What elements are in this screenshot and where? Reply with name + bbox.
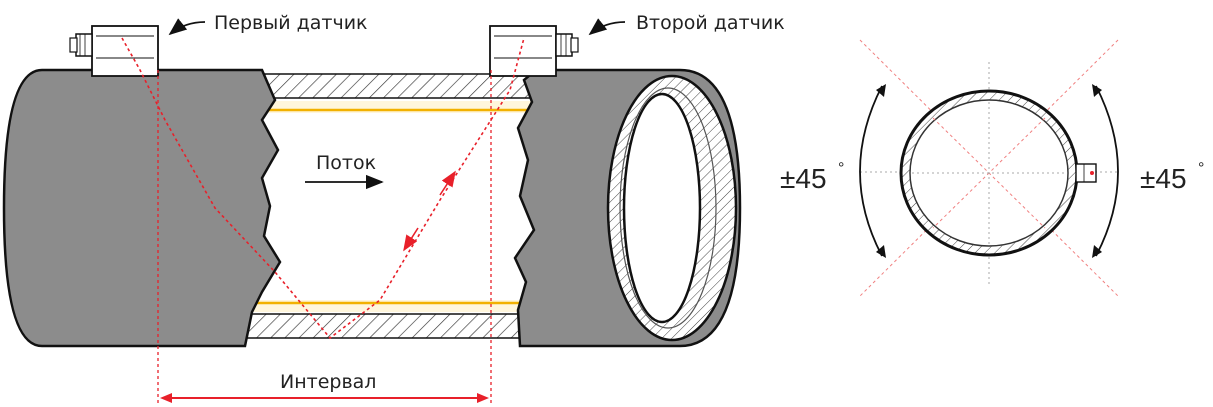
pipe-cross-section — [859, 39, 1119, 297]
cross-section-sensor — [1075, 163, 1097, 183]
first-sensor-connector — [75, 33, 93, 57]
flow-label: Поток — [316, 152, 376, 174]
first-sensor-pointer-arrow — [168, 18, 206, 36]
pipe-wall-top — [239, 73, 541, 99]
second-sensor-pointer-arrow — [588, 18, 626, 36]
interval-arrowhead-right — [477, 393, 489, 403]
signal-direction-arrow-up — [439, 170, 456, 196]
first-sensor-label: Первый датчик — [214, 12, 368, 34]
signal-path-line — [121, 37, 525, 340]
second-sensor-label: Второй датчик — [636, 12, 785, 34]
angle-right-degree: ° — [1198, 160, 1204, 177]
pipe-wall-bottom — [239, 313, 541, 339]
pipe-left-section — [2, 68, 282, 348]
pipe-side-view — [2, 68, 742, 348]
angle-arc-left — [859, 85, 883, 257]
first-sensor — [69, 25, 159, 77]
angle-arc-right-head-bottom — [1092, 245, 1102, 258]
angle-left-label: ±45 — [780, 163, 827, 194]
second-sensor-connector — [555, 33, 573, 57]
signal-direction-arrow-down — [403, 227, 419, 252]
ultrasonic-signal-path — [121, 37, 525, 340]
angle-arc-right — [1095, 85, 1119, 257]
pipe-end-inner-ring — [619, 87, 717, 329]
angle-right-label: ±45 — [1140, 163, 1187, 194]
interval-label: Интервал — [280, 371, 376, 393]
interval-arrowhead-left — [160, 393, 172, 403]
angle-arc-left-head-bottom — [876, 245, 886, 258]
angle-left-degree: ° — [838, 160, 844, 177]
pipe-end-opening — [622, 92, 702, 324]
first-sensor-body — [91, 25, 159, 77]
second-sensor — [489, 25, 579, 77]
angle-arc-right-head-top — [1092, 84, 1102, 97]
second-sensor-body — [489, 25, 557, 77]
angle-arc-left-head-top — [876, 84, 886, 97]
